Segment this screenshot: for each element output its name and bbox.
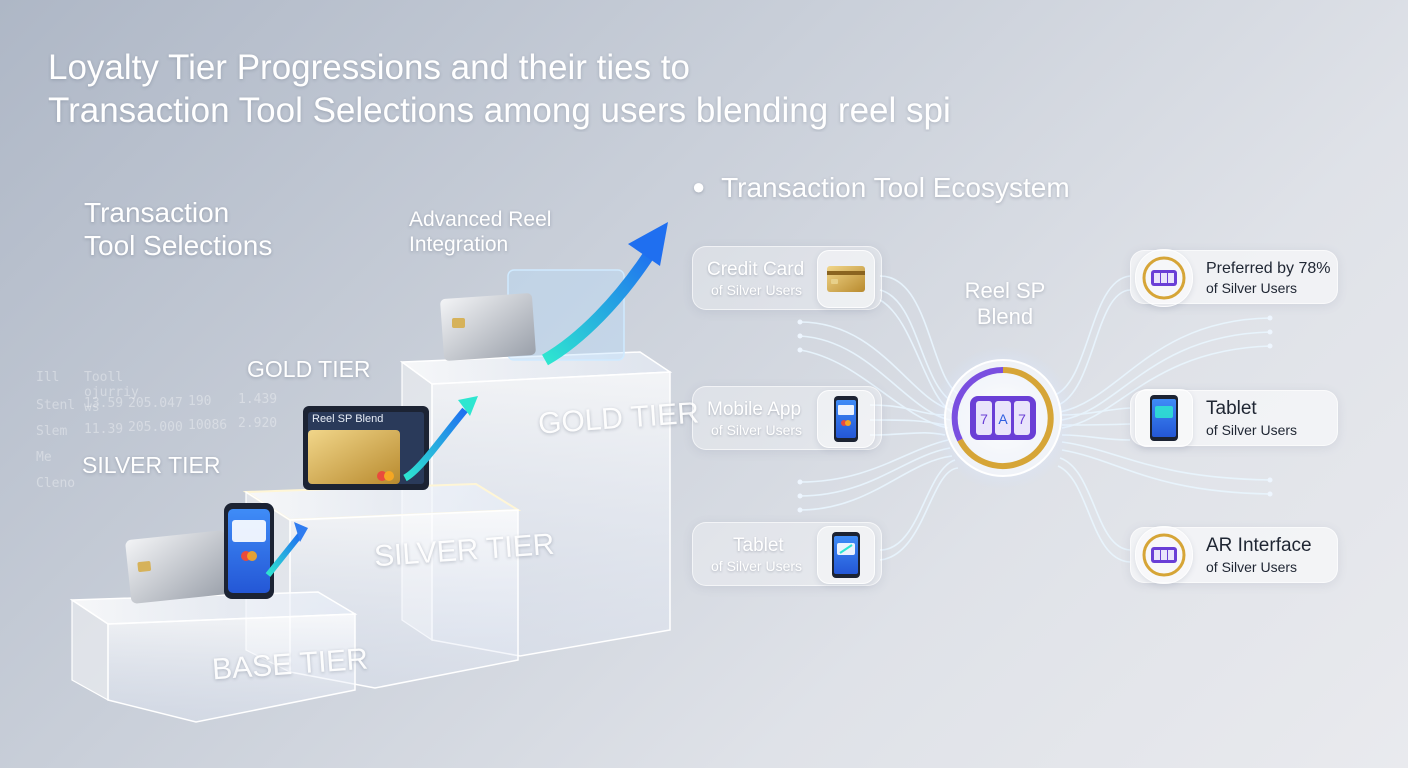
svg-text:7: 7 [1018,411,1026,427]
title-line-2: Transaction Tool Selections among users … [48,91,951,130]
silver-tier-label: SILVER TIER [82,452,221,478]
hub-label: Reel SP Blend [964,278,1046,329]
advanced-reel-label: Advanced Reel Integration [409,208,552,256]
tool-card-mobile-app[interactable]: Mobile App of Silver Users [692,386,882,450]
tablet-icon [817,526,875,584]
tool-card-tablet-left[interactable]: Tablet of Silver Users [692,522,882,586]
svg-text:A: A [998,411,1008,427]
reel-icon [1135,249,1193,307]
podium-devices [125,222,668,604]
tablet-icon [1135,389,1193,447]
tool-card-preferred[interactable]: Preferred by 78% of Silver Users [1130,249,1338,307]
mobile-phone-icon [817,390,875,448]
reel-icon [1135,526,1193,584]
tool-card-tablet-right[interactable]: Tablet of Silver Users [1130,389,1338,447]
bullet-icon: ● [692,174,706,199]
svg-text:7: 7 [980,411,988,427]
tool-card-ar-interface[interactable]: AR Interface of Silver Users [1130,526,1338,584]
title-line-1: Loyalty Tier Progressions and their ties… [48,48,690,87]
gold-tier-label: GOLD TIER [247,356,371,382]
hub-reel-icon: 7 A 7 [931,346,1075,490]
ecosystem-title: ● Transaction Tool Ecosystem [692,172,1070,203]
tool-card-credit-card[interactable]: Credit Card of Silver Users [692,246,882,310]
section-heading-tool-selections: Transaction Tool Selections [84,197,273,261]
credit-card-icon [817,250,875,308]
podium-card-caption: Reel SP Blend [312,413,384,425]
page-title: Loyalty Tier Progressions and their ties… [48,46,1060,132]
